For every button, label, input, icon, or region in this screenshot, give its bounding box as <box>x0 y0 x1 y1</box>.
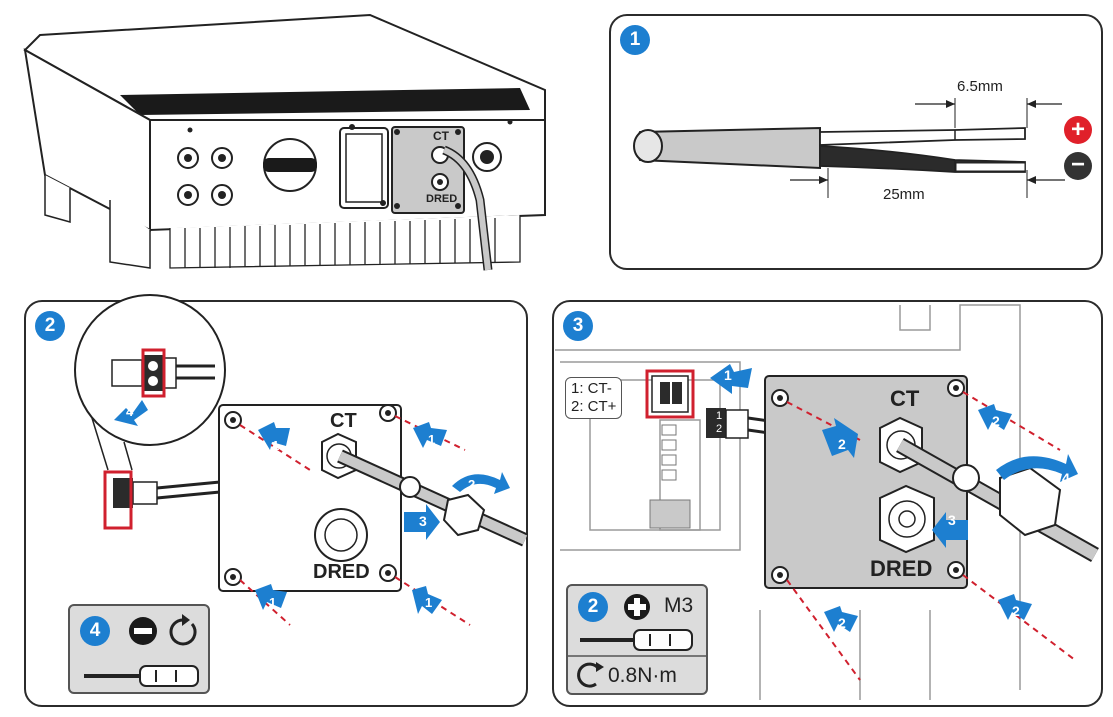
step3-arrow-label-2a: 2 <box>838 436 846 452</box>
plug-pin-2: 2 <box>716 423 723 435</box>
step3-pin-labels: 1: CT- 2: CT+ <box>565 377 623 419</box>
step2-arrow-label-1d: 1 <box>425 595 433 610</box>
step3-arrow-label-1: 1 <box>724 367 732 383</box>
step1-badge: 1 <box>620 25 650 55</box>
step2-dred-label: DRED <box>313 561 370 583</box>
pin-label-1: 1: CT- <box>571 380 612 397</box>
screw-size-label: M3 <box>664 594 694 617</box>
step3-arrow-label-2b: 2 <box>992 413 1000 429</box>
step2-arrow-label-1b: 1 <box>428 432 436 447</box>
step3-arrow-label-3: 3 <box>948 512 956 528</box>
step3-tool-badge: 2 <box>578 592 608 622</box>
step3-arrow-label-2c: 2 <box>838 615 846 631</box>
step3-arrow-label-2d: 2 <box>1012 603 1020 619</box>
plug-pin-1: 1 <box>716 410 723 422</box>
step2-arrow-label-4: 4 <box>126 404 134 419</box>
overview-dred-label: DRED <box>426 193 458 205</box>
step2-tool-badge: 4 <box>80 616 110 646</box>
step2-ct-label: CT <box>330 410 357 432</box>
step3-dred-label: DRED <box>870 556 933 581</box>
positive-icon: + <box>1064 116 1092 144</box>
step2-badge: 2 <box>35 311 65 341</box>
step3-arrow-label-4: 4 <box>1062 470 1070 486</box>
step2-arrow-label-1a: 1 <box>272 438 280 453</box>
negative-icon: − <box>1064 152 1092 180</box>
pin-label-2: 2: CT+ <box>571 398 617 415</box>
step2-arrow-label-2: 2 <box>468 477 476 492</box>
strip-length-label: 6.5mm <box>957 78 1003 95</box>
step2-arrow-label-1c: 1 <box>269 595 277 610</box>
step2-arrow-label-3: 3 <box>419 513 427 529</box>
step3-ct-label: CT <box>890 386 920 411</box>
overview-ct-label: CT <box>433 129 449 143</box>
torque-label: 0.8N·m <box>608 664 677 687</box>
step3-badge: 3 <box>563 311 593 341</box>
sheath-length-label: 25mm <box>883 186 925 203</box>
